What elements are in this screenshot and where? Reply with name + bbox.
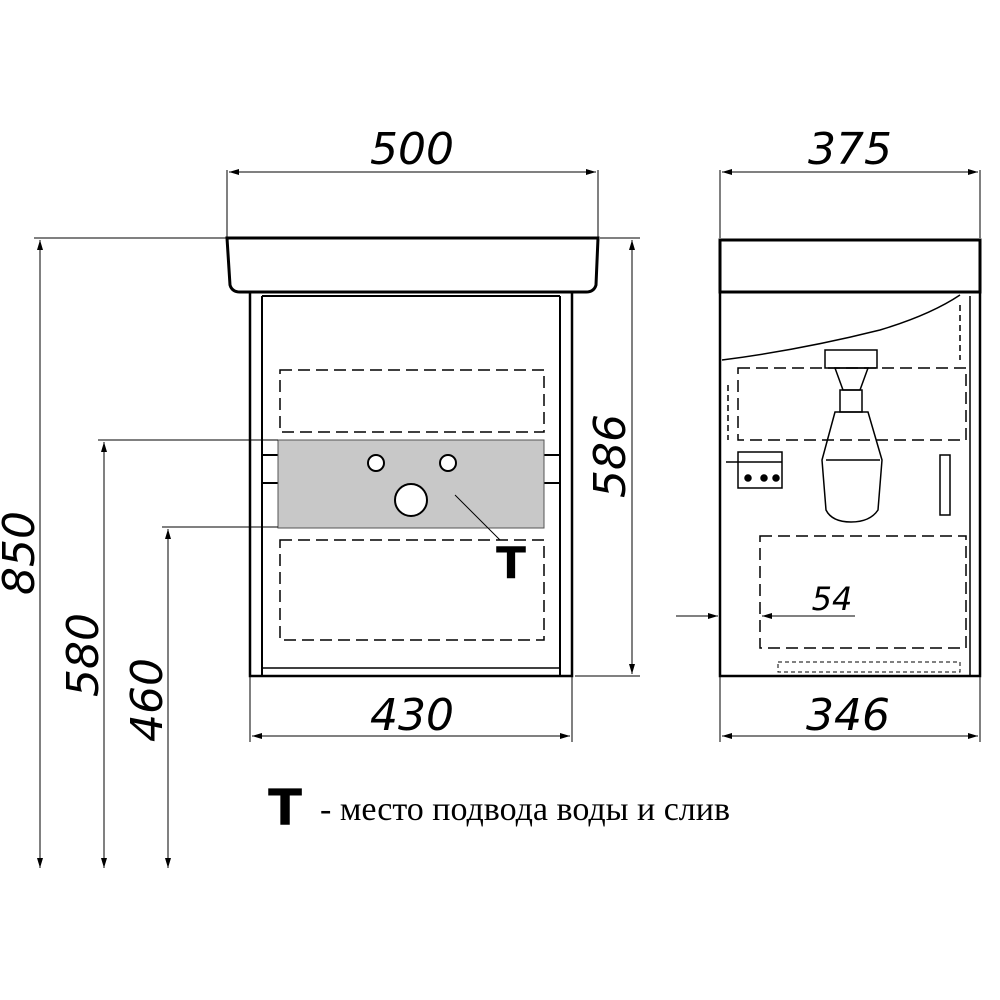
dim-height-total: 850 (0, 511, 45, 595)
lower-shelf-outline (279, 539, 545, 641)
dim-width-top-side: 375 (808, 124, 892, 175)
siphon (821, 349, 883, 523)
dim-width-bottom-front: 430 (370, 690, 454, 741)
marker-t: T (496, 538, 526, 589)
dim-height-580: 580 (58, 613, 109, 697)
dim-width-bottom-side: 346 (806, 690, 890, 741)
front-cabinet (248, 290, 574, 678)
marker-leader (454, 494, 501, 541)
drain-hole (394, 483, 428, 517)
side-lower-shelf (759, 535, 967, 649)
legend: T - место подвода воды и слив (268, 779, 730, 837)
water-inlets (367, 454, 457, 517)
upper-shelf-outline (279, 369, 545, 433)
front-basin (225, 236, 600, 294)
dim-height-cabinet: 586 (585, 414, 636, 498)
side-basin (718, 238, 982, 294)
legend-text: - место подвода воды и слив (320, 791, 730, 828)
dimension-lines (34, 169, 981, 868)
dim-width-top-front: 500 (370, 124, 454, 175)
front-view (225, 170, 600, 678)
water-inlet-right (439, 454, 457, 472)
dim-offset-side: 54 (812, 580, 853, 618)
dim-height-460: 460 (122, 658, 173, 742)
side-view (718, 170, 982, 678)
side-cabinet (718, 290, 982, 678)
legend-symbol: T (268, 779, 302, 837)
side-upper-shelf (737, 367, 967, 441)
wall-bracket (726, 451, 783, 489)
water-inlet-left (367, 454, 385, 472)
